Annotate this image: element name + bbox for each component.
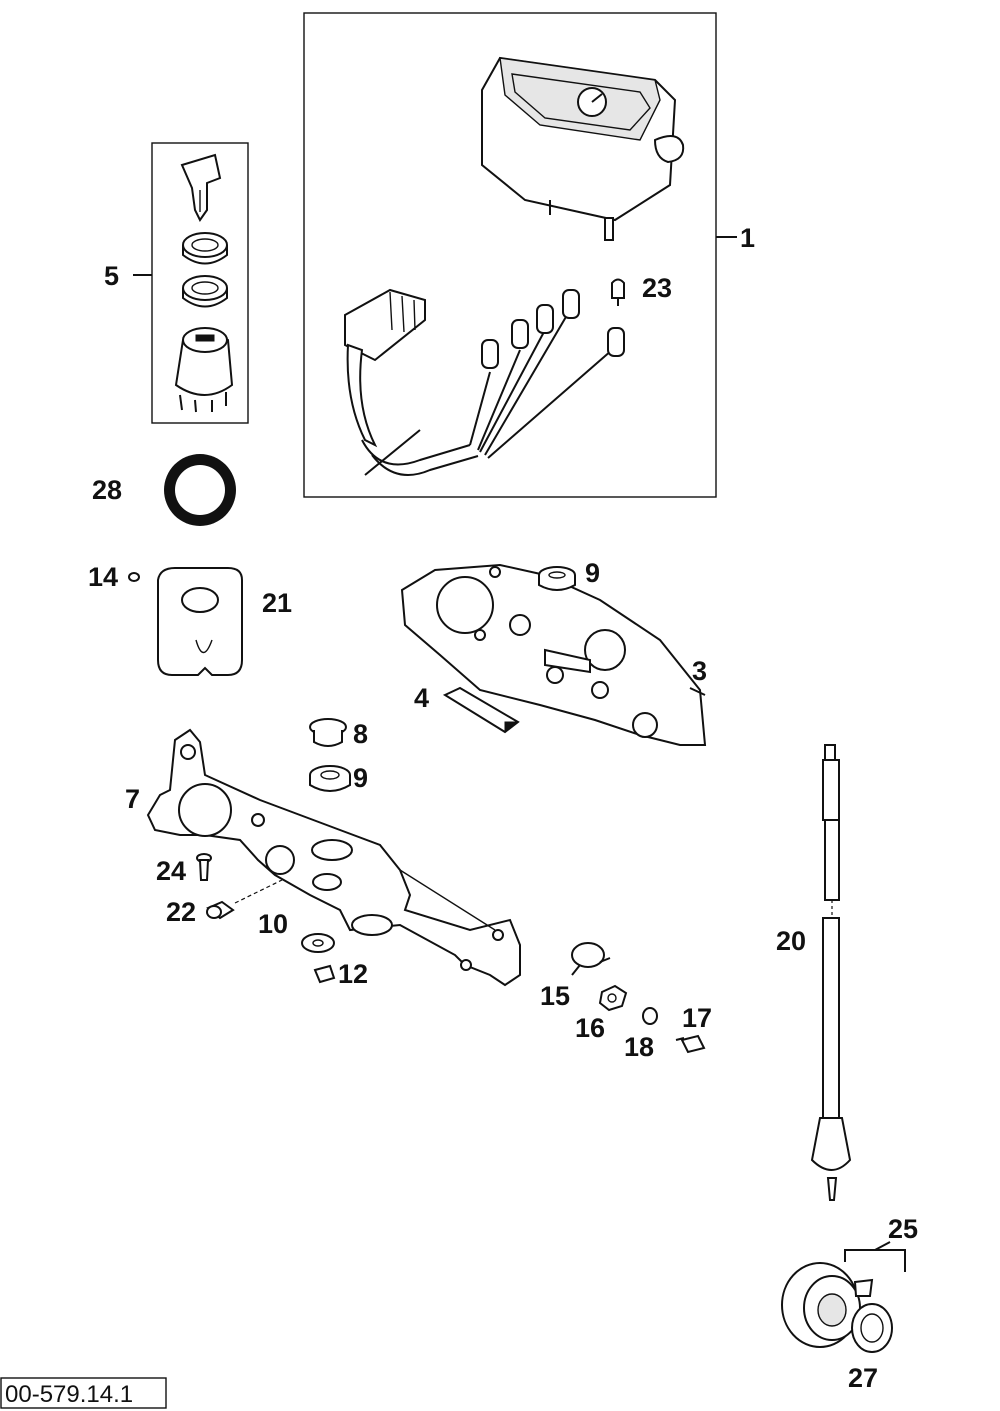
- callout-14: 14: [88, 562, 118, 592]
- ignition-key: [180, 153, 222, 222]
- leader-dashed-22: [234, 879, 283, 904]
- callout-16: 16: [575, 1013, 605, 1043]
- callout-17: 17: [682, 1003, 712, 1033]
- callout-5: 5: [104, 261, 119, 291]
- speedometer-unit: [481, 56, 685, 241]
- mounting-plate-part-3: [400, 563, 707, 746]
- callout-1: 1: [740, 223, 755, 253]
- callout-27: 27: [848, 1363, 878, 1393]
- callout-25: 25: [888, 1214, 918, 1244]
- diagram-code-box: [0, 1377, 167, 1409]
- callout-7: 7: [125, 784, 140, 814]
- speedometer-drive-part-25: [781, 1262, 874, 1348]
- callout-21: 21: [262, 588, 292, 618]
- callout-3: 3: [692, 656, 707, 686]
- callout-24: 24: [156, 856, 186, 886]
- bracket-part-7: [146, 728, 521, 987]
- nut-part-16: [598, 984, 628, 1012]
- callout-10: 10: [258, 909, 288, 939]
- callout-28: 28: [92, 475, 122, 505]
- clamp-part-15: [571, 942, 611, 976]
- wiring-harness: [344, 288, 625, 476]
- bolt-part-17: [675, 1034, 706, 1054]
- callout-4: 4: [414, 683, 429, 713]
- bolt-part-22: [206, 900, 235, 920]
- bulb-part-23: [611, 278, 625, 306]
- lock-ring-upper: [182, 232, 228, 265]
- housing-part-21: [157, 567, 243, 676]
- washer-part-10: [301, 933, 335, 953]
- callout-18: 18: [624, 1032, 654, 1062]
- grommet-part-9-bottom: [309, 765, 351, 792]
- lock-ring-lower: [182, 275, 228, 308]
- speedometer-assembly-box: [303, 12, 717, 498]
- callout-9-top: 9: [585, 558, 600, 588]
- small-cap-part-14: [128, 572, 140, 582]
- callout-22: 22: [166, 897, 196, 927]
- ignition-switch: [174, 327, 234, 413]
- speedometer-cable-part-20: [810, 744, 852, 1201]
- bushing-part-8: [309, 718, 347, 747]
- ignition-lock-box: [151, 142, 249, 424]
- ring-part-27: [851, 1303, 893, 1353]
- grommet-part-9-top: [538, 566, 576, 591]
- nut-part-12: [313, 964, 336, 984]
- callout-8: 8: [353, 719, 368, 749]
- bracket-line-25: [844, 1241, 906, 1272]
- callout-12: 12: [338, 959, 368, 989]
- callout-9-bottom: 9: [353, 763, 368, 793]
- washer-part-18: [642, 1007, 658, 1025]
- strip-part-4: [442, 686, 520, 734]
- callout-15: 15: [540, 981, 570, 1011]
- diagram-code: 00-579.14.1: [5, 1381, 133, 1408]
- seal-ring-part-28: [164, 454, 236, 526]
- callout-20: 20: [776, 926, 806, 956]
- callout-23: 23: [642, 273, 672, 303]
- screw-part-24: [196, 853, 212, 881]
